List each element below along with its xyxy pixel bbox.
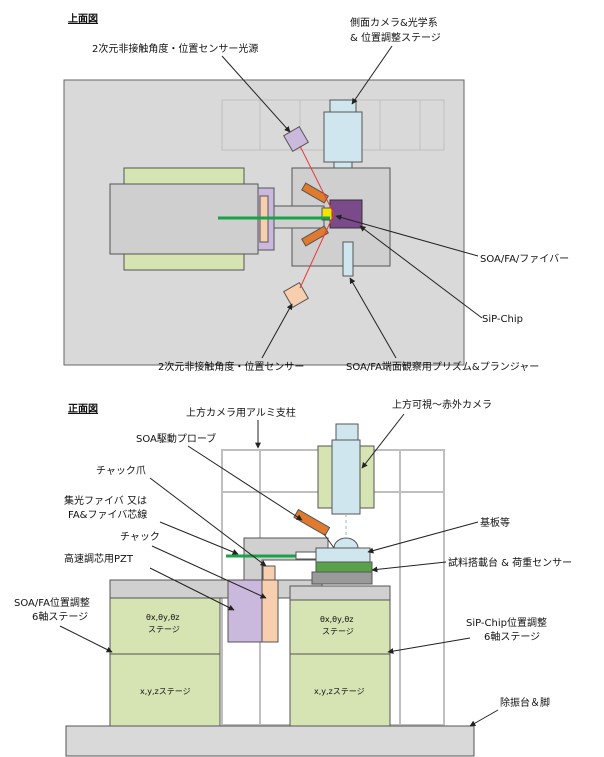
label-soa-fa-fiber: SOA/FA/ファイバー [480,253,569,265]
left-xyz-label: x,y,zステージ [140,687,191,696]
label-light-source: 2次元非接触角度・位置センサー光源 [92,42,258,55]
leader-sample-stage [371,561,447,573]
leader-prism-plunger [349,277,397,359]
leader-soa-fa-fiber [335,214,479,257]
right-theta-label: θx,θy,θz [320,615,353,624]
leader-upper-camera [361,413,405,469]
left-xyz-stage [109,653,221,727]
front-sample-stage [315,561,373,573]
front-probe-tip [323,533,335,549]
label-soa-stage-1: SOA/FA位置調整 [14,596,90,609]
upper-camera-top [335,423,359,441]
label-aluminum-post: 上方カメラ用アルミ支柱 [186,406,296,419]
label-substrate: 基板等 [480,516,510,529]
position-sensor [283,282,309,308]
top-view: 上面図 [63,12,569,373]
label-prism-plunger: SOA/FA端面観察用プリズム&プランジャー [346,360,539,373]
leader-side-camera [351,45,393,105]
front-view: 正面図 θx,θy,θz ステージ x,y,zステージ [14,398,572,757]
front-substrate [315,547,371,563]
front-lens-dome [333,537,359,549]
front-chuck [261,579,279,643]
upper-camera-body [331,439,361,515]
leader-sip-stage [387,637,471,655]
front-view-title: 正面図 [68,403,98,415]
laser-beam-out [299,213,335,289]
front-load-sensor [311,571,373,585]
label-side-camera-1: 側面カメラ&光学系 [350,16,438,29]
label-sip-stage-2: 6軸ステージ [484,630,540,643]
right-xyz-label: x,y,zステージ [314,687,365,696]
leader-soa-stage [59,625,113,653]
front-soa-probe [293,508,331,537]
right-xyz-stage [289,653,391,727]
left-theta-label: θx,θy,θz [146,613,179,622]
leader-soa-probe [187,445,303,521]
label-sensor: 2次元非接触角度・位置センサー [158,360,304,373]
label-sip-chip: SiP-Chip [482,314,523,325]
leader-substrate [367,521,479,554]
leader-chuck [151,545,267,599]
leader-sip-chip [359,225,483,319]
label-chuck: チャック [120,531,160,543]
label-sample-stage: 試料搭載台 & 荷重センサー [448,556,572,569]
label-upper-camera: 上方可視～赤外カメラ [392,398,492,411]
side-camera-body [323,111,363,163]
top-left-stage-lower [123,253,245,271]
label-isolation-table: 除振台＆脚 [500,696,550,709]
leader-chuck-claw [149,477,267,567]
leader-light-source [221,55,291,133]
label-fiber-1: 集光ファイバ 又は [64,494,147,507]
top-view-title: 上面図 [68,12,98,25]
label-chuck-claw: チャック爪 [96,465,146,477]
label-pzt: 高速調芯用PZT [64,552,134,565]
laser-beam-in [299,145,335,215]
top-sip-chip [329,199,363,229]
leader-pzt [149,567,235,611]
right-theta-stage [289,599,391,655]
label-sip-stage-1: SiP-Chip位置調整 [466,616,547,629]
label-soa-probe: SOA駆動プローブ [136,432,216,445]
top-probe-lower [301,225,329,247]
left-theta-label-2: ステージ [148,625,180,634]
right-top-plate [289,585,391,601]
front-chuck-claw [262,565,276,581]
label-soa-stage-2: 6軸ステージ [32,610,88,623]
front-pzt [227,579,263,643]
leader-isolation-table [469,709,499,727]
top-prism-plunger [342,241,354,277]
label-fiber-2: FA&ファイバ芯線 [68,508,147,521]
leader-fiber [159,521,239,555]
isolation-table [65,725,475,757]
right-theta-label-2: ステージ [322,627,354,636]
top-left-stage-upper [123,167,245,185]
side-camera-lens [329,99,357,113]
left-theta-stage [109,597,221,655]
label-side-camera-2: & 位置調整ステージ [350,31,441,44]
leader-sensor [261,303,293,359]
top-soa-chip [321,207,333,221]
